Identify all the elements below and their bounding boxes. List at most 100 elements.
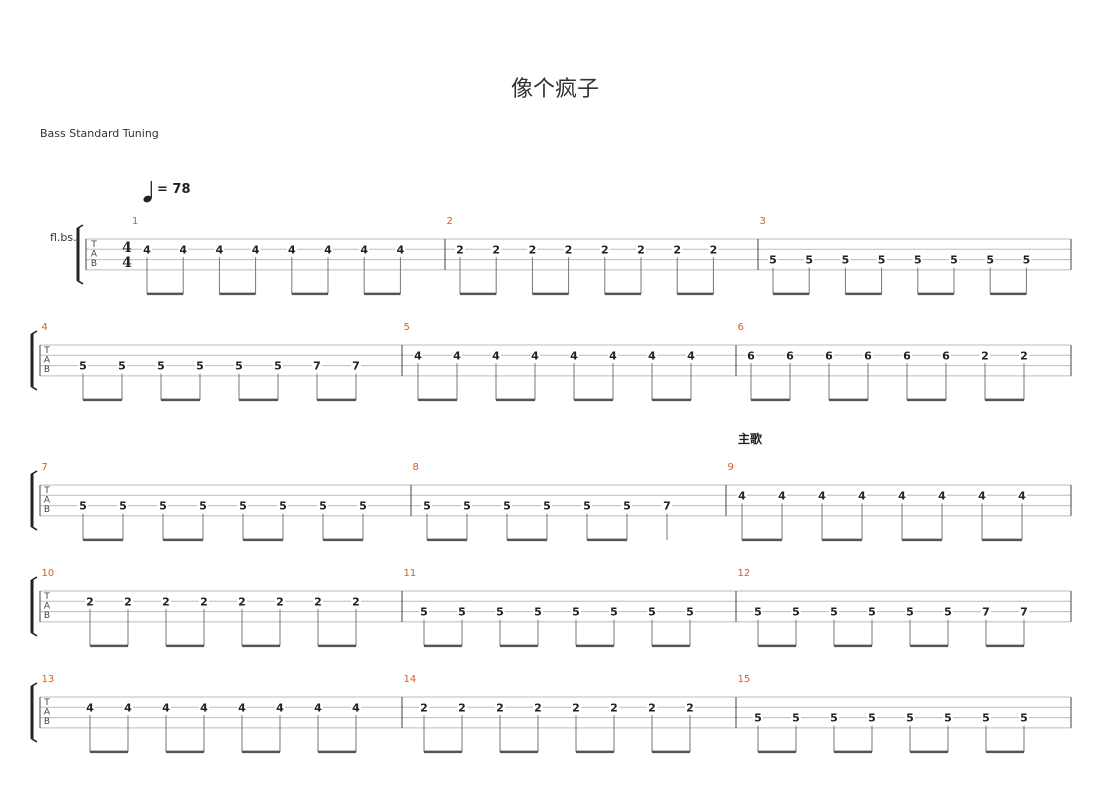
bar-number: 7 (42, 462, 48, 473)
fret-number: 2 (601, 243, 609, 256)
fret-number: 5 (944, 606, 952, 619)
fret-number-bg (824, 350, 834, 362)
fret-number: 2 (420, 701, 428, 714)
tab-clef-letter: A (44, 602, 51, 612)
fret-number: 5 (686, 606, 694, 619)
fret-number: 4 (288, 243, 296, 256)
fret-number: 2 (534, 701, 542, 714)
fret-number: 5 (868, 606, 876, 619)
fret-number-bg (312, 360, 322, 372)
fret-number-bg (502, 500, 512, 512)
fret-number-bg (912, 254, 923, 266)
fret-number: 4 (778, 489, 786, 502)
bar-number: 11 (404, 568, 417, 579)
fret-number: 4 (252, 243, 260, 256)
tab-clef-letter: T (43, 486, 50, 496)
fret-number-bg (158, 500, 168, 512)
bar-number: 14 (404, 674, 417, 685)
fret-number-bg (829, 606, 839, 618)
fret-number-bg (118, 500, 128, 512)
fret-number: 5 (159, 500, 167, 513)
fret-number: 5 (118, 360, 126, 373)
fret-number-bg (238, 500, 248, 512)
bar-number: 1 (132, 216, 138, 227)
fret-number-bg (876, 254, 887, 266)
fret-number-bg (198, 500, 208, 512)
fret-number-bg (636, 244, 646, 256)
tempo-marking: = 78 (157, 182, 191, 197)
tab-clef-letter: T (43, 698, 50, 708)
fret-number-bg (457, 702, 467, 714)
tab-clef-letter: A (91, 250, 98, 260)
fret-number: 2 (1020, 349, 1028, 362)
fret-number-bg (85, 702, 95, 714)
tab-clef-letter: B (44, 611, 50, 621)
fret-number-bg (214, 244, 225, 256)
fret-number-bg (791, 606, 801, 618)
fret-number-bg (195, 360, 205, 372)
fret-number-bg (608, 350, 618, 362)
tab-clef-letter: T (90, 240, 97, 250)
fret-number: 4 (216, 243, 224, 256)
fret-number-bg (491, 350, 501, 362)
fret-number-bg (542, 500, 552, 512)
bar-number: 12 (738, 568, 751, 579)
fret-number-bg (582, 500, 592, 512)
fret-number-bg (746, 350, 756, 362)
fret-number: 5 (842, 254, 850, 267)
bar-number: 4 (42, 322, 48, 333)
fret-number-bg (817, 490, 827, 502)
fret-number-bg (685, 606, 695, 618)
fret-number: 5 (534, 606, 542, 619)
fret-number: 2 (710, 243, 718, 256)
tab-clef-letter: T (43, 346, 50, 356)
fret-number: 5 (792, 712, 800, 725)
fret-number: 2 (565, 243, 573, 256)
fret-number: 5 (805, 254, 813, 267)
fret-number: 2 (276, 595, 284, 608)
fret-number-bg (563, 244, 574, 256)
fret-number-bg (981, 606, 991, 618)
fret-number-bg (571, 606, 581, 618)
section-label: 主歌 (738, 431, 763, 446)
fret-number: 5 (792, 606, 800, 619)
fret-number: 4 (360, 243, 368, 256)
bar-number: 10 (42, 568, 55, 579)
fret-number-bg (455, 244, 465, 256)
fret-number: 5 (458, 606, 466, 619)
tab-clef-letter: A (44, 356, 51, 366)
fret-number-bg (672, 244, 683, 256)
fret-number-bg (1019, 712, 1029, 724)
fret-number: 5 (950, 254, 958, 267)
fret-number-bg (867, 712, 877, 724)
fret-number: 5 (496, 606, 504, 619)
fret-number-bg (452, 350, 462, 362)
fret-number-bg (943, 606, 953, 618)
fret-number-bg (609, 702, 619, 714)
fret-number-bg (275, 702, 285, 714)
score-title: 像个疯子 (511, 77, 599, 102)
fret-number: 5 (986, 254, 994, 267)
fret-number: 7 (352, 360, 360, 373)
fret-number-bg (318, 500, 328, 512)
fret-number: 2 (496, 701, 504, 714)
bar-number: 15 (738, 674, 751, 685)
fret-number: 5 (420, 606, 428, 619)
fret-number-bg (571, 702, 581, 714)
fret-number: 5 (648, 606, 656, 619)
fret-number: 5 (239, 500, 247, 513)
fret-number-bg (949, 254, 959, 266)
fret-number-bg (156, 360, 166, 372)
tab-clef-letter: B (44, 365, 50, 375)
fret-number: 5 (906, 606, 914, 619)
fret-number-bg (1021, 254, 1032, 266)
fret-number-bg (199, 702, 209, 714)
fret-number: 5 (610, 606, 618, 619)
fret-number: 2 (686, 701, 694, 714)
fret-number-bg (777, 490, 787, 502)
fret-number-bg (313, 702, 323, 714)
fret-number: 2 (529, 243, 537, 256)
fret-number: 5 (199, 500, 207, 513)
